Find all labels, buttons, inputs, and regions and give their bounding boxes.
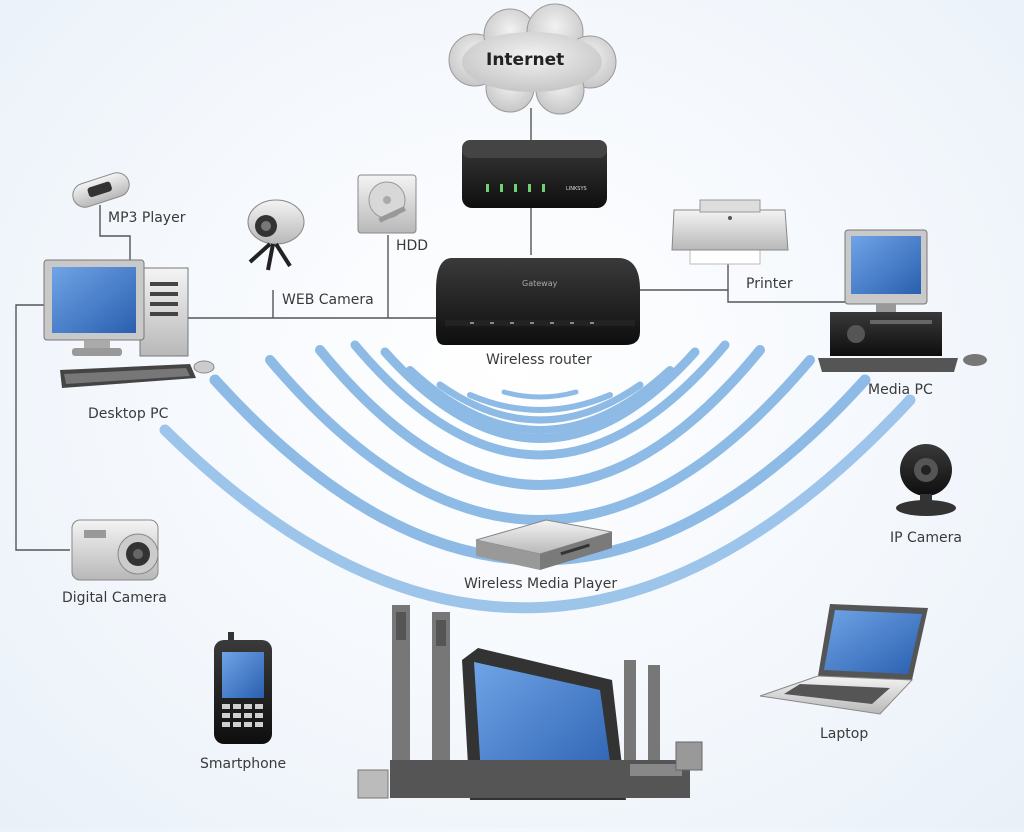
hdd-icon [357,174,417,234]
web-camera-icon [247,199,305,271]
wave-arc-6 [350,340,730,460]
printer-icon [671,199,789,265]
wireless-router-label: Wireless router [486,352,592,368]
wave-arc-10 [159,394,916,614]
ip-camera-icon [896,444,956,516]
wireless-media-player-label: Wireless Media Player [464,576,618,592]
modem-brand: LINKSYS [566,186,587,192]
wireless-media-player-icon [475,519,613,570]
wave-arc-8 [265,355,815,525]
desktop-pc-label: Desktop PC [88,406,169,422]
wave-arc-1 [501,389,579,400]
desktop-pc-icon [43,259,215,388]
digital-camera-label: Digital Camera [62,590,167,606]
internet-label: Internet [486,50,565,70]
hdd-label: HDD [396,238,429,254]
wireless-router-device: Gateway [436,258,640,345]
wave-arc-2 [467,392,613,413]
wired-connections [15,108,848,551]
smartphone-icon [214,632,272,744]
wave-arc-3 [436,381,644,424]
modem-device: LINKSYS [462,140,607,208]
home-theater-icon [357,605,703,800]
printer-label: Printer [746,276,793,292]
digital-camera-icon [71,519,159,581]
media-pc-label: Media PC [868,382,933,398]
wave-arc-7 [315,345,765,490]
ip-camera-label: IP Camera [890,530,962,546]
mp3-player-icon [72,172,130,208]
media-pc-icon [818,229,987,372]
router-brand: Gateway [522,279,558,288]
internet-cloud [448,3,617,115]
laptop-icon [759,604,928,715]
laptop-label: Laptop [820,726,869,742]
web-camera-label: WEB Camera [282,292,374,308]
wave-arc-5 [380,347,700,443]
smartphone-label: Smartphone [200,756,287,772]
wave-arc-4 [406,366,674,434]
mp3-player-label: MP3 Player [108,210,186,226]
